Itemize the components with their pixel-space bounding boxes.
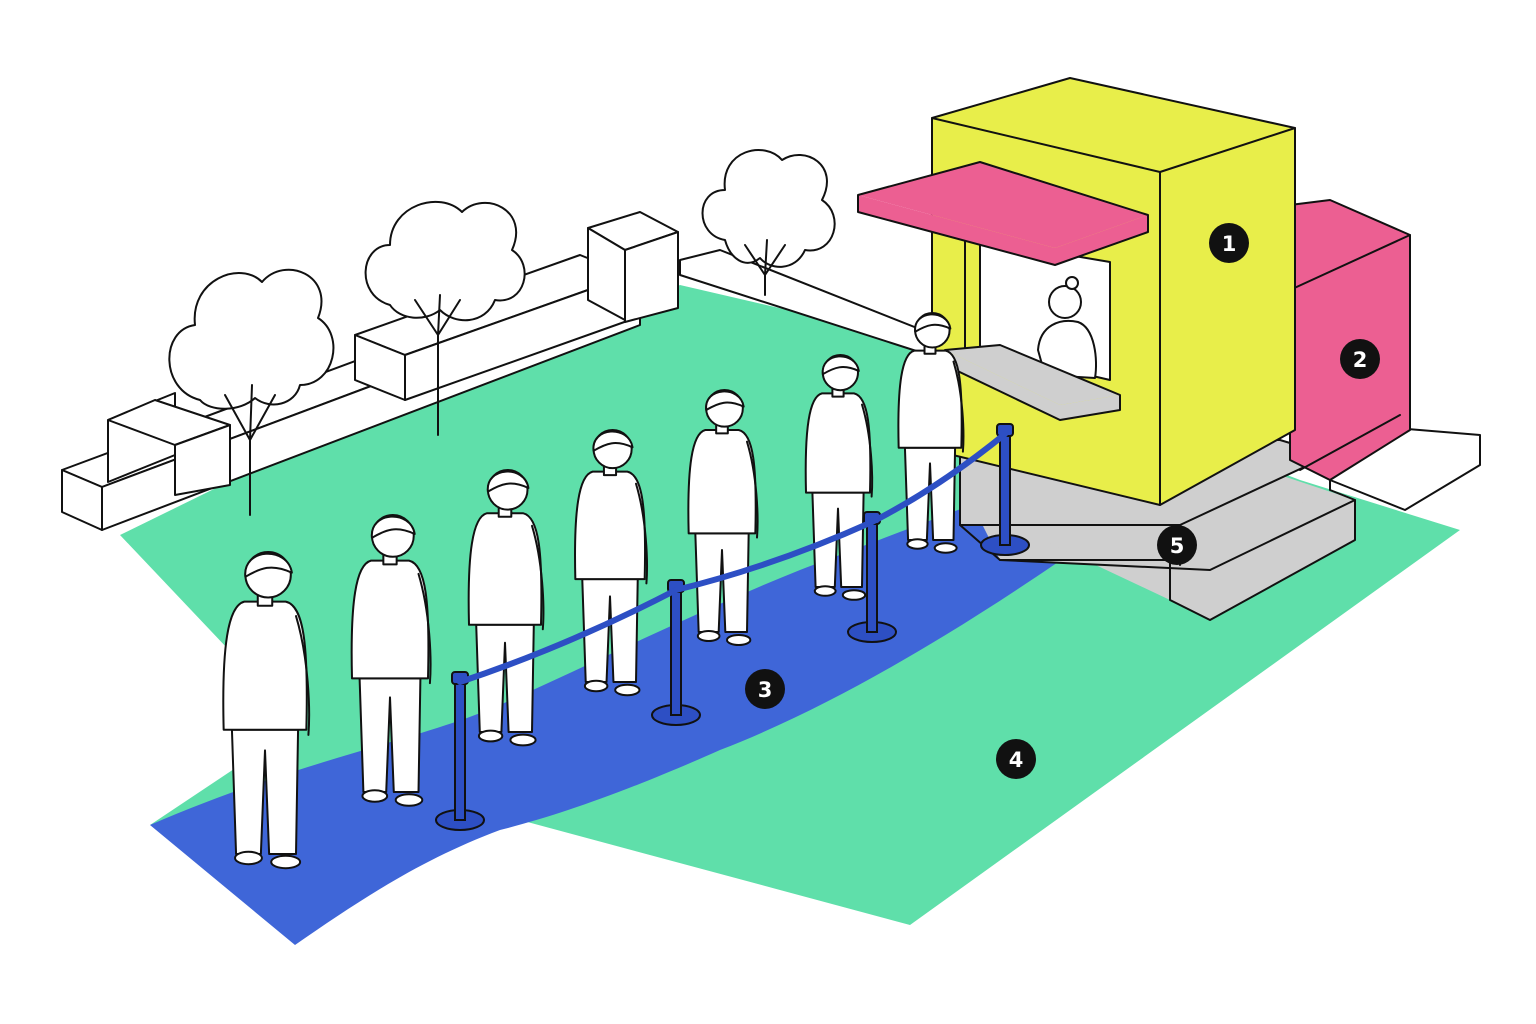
- queue-stanchions: [435, 423, 1030, 831]
- ticket-booth: [931, 77, 1296, 506]
- marker-label: 2: [1353, 348, 1368, 372]
- person-6: [804, 354, 874, 601]
- tree-middle: [364, 200, 526, 436]
- marker-5: 5: [1157, 525, 1197, 565]
- person-1: [222, 551, 311, 870]
- marker-label: 5: [1170, 534, 1185, 558]
- person-2: [350, 514, 432, 807]
- marker-1: 1: [1209, 223, 1249, 263]
- person-3: [467, 469, 545, 747]
- marker-3: 3: [745, 669, 785, 709]
- garden-wall: [61, 211, 1481, 531]
- person-4: [574, 429, 648, 697]
- tree-left: [168, 268, 335, 516]
- callout-markers: 1 2 3 4 5: [745, 223, 1380, 779]
- booth-clerk: [1037, 276, 1098, 379]
- side-annex: [1289, 199, 1411, 481]
- queue-rope-2: [673, 519, 875, 593]
- person-5: [687, 389, 759, 646]
- awning: [857, 161, 1149, 266]
- marker-2: 2: [1340, 339, 1380, 379]
- marker-label: 4: [1009, 748, 1024, 772]
- queue-rope-1: [457, 587, 679, 685]
- queue-people: [222, 312, 965, 870]
- person-7: [897, 312, 965, 554]
- marker-label: 1: [1222, 232, 1237, 256]
- queue-rope-3: [869, 431, 1008, 525]
- queue-path: [150, 500, 1090, 945]
- tree-right: [701, 149, 836, 296]
- marker-4: 4: [996, 739, 1036, 779]
- marker-label: 3: [758, 678, 773, 702]
- stanchion-1: [435, 671, 485, 831]
